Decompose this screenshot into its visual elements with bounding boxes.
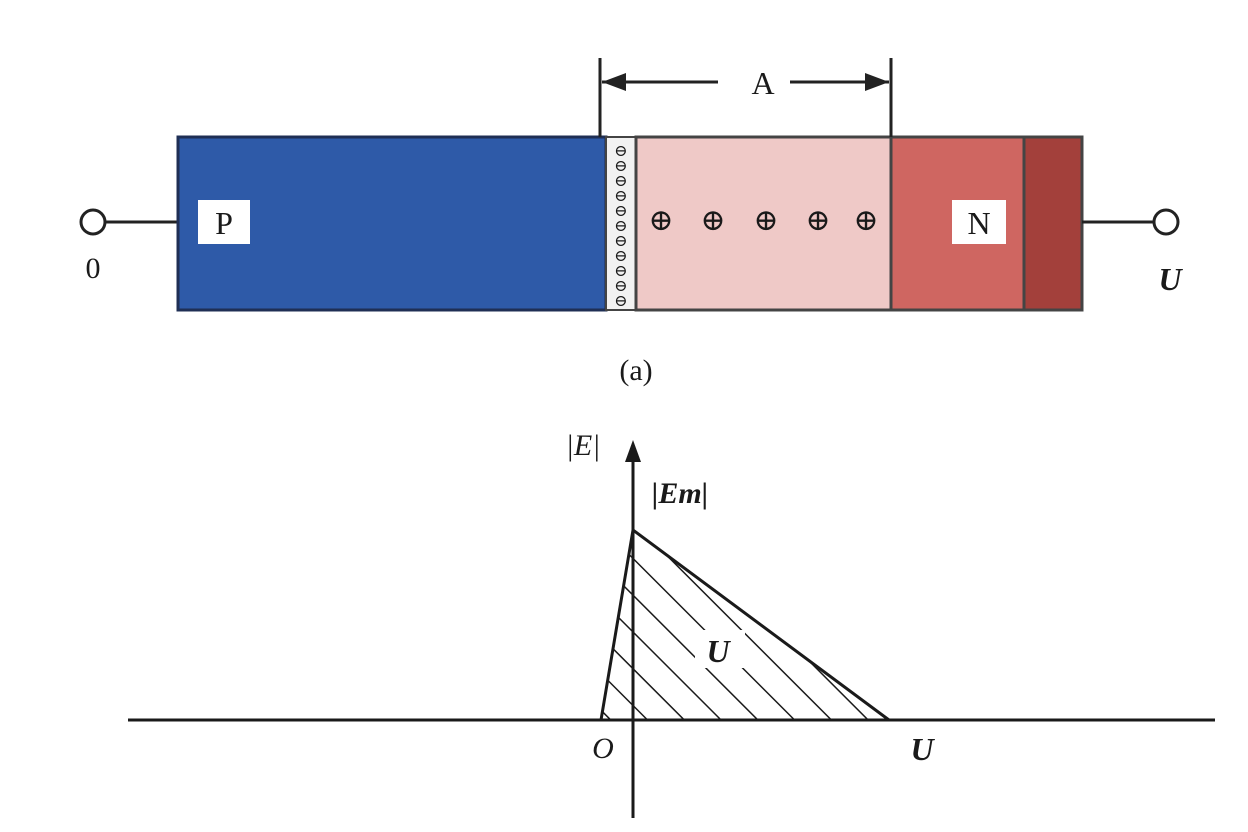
depletion-label: A <box>751 65 774 101</box>
positive-ion: ⊕ <box>648 204 673 237</box>
negative-ion: ⊖ <box>614 158 627 175</box>
negative-ion: ⊖ <box>614 263 627 280</box>
caption-a: (a) <box>619 354 652 387</box>
right-terminal-label: U <box>1158 261 1183 297</box>
n-label-box <box>952 200 1006 244</box>
negative-ion: ⊖ <box>614 173 627 190</box>
y-axis-arrowhead <box>625 440 641 462</box>
dimension-arrowhead-right <box>865 73 889 91</box>
positive-ions: ⊕ ⊕ ⊕ ⊕ ⊕ <box>648 204 878 237</box>
negative-ion: ⊖ <box>614 188 627 205</box>
device-structure: 0 P ⊖⊖⊖⊖⊖⊖⊖⊖⊖⊖⊖ ⊕⊕⊕⊕⊕ N U A (a) <box>79 58 1183 387</box>
negative-ion: ⊖ <box>614 248 627 265</box>
n-label: N <box>967 205 990 241</box>
negative-ion-strip <box>605 136 637 311</box>
negative-ion: ⊖ <box>614 293 627 310</box>
field-plot: U |E| |Em| O U <box>128 429 1215 818</box>
positive-ion: ⊕ <box>753 204 778 237</box>
left-terminal-label: 0 <box>86 252 101 285</box>
positive-ion: ⊕ <box>805 204 830 237</box>
positive-ion: ⊕ <box>853 204 878 237</box>
n-depletion-region <box>634 135 893 312</box>
area-label: U <box>706 633 731 669</box>
p-label: P <box>215 205 233 241</box>
y-axis-label: |E| <box>566 429 601 462</box>
area-label-bg <box>695 630 745 668</box>
negative-ions: ⊖⊖⊖⊖⊖⊖⊖⊖⊖⊖⊖ <box>614 143 627 310</box>
positive-ion: ⊕ <box>700 204 725 237</box>
negative-ion: ⊖ <box>614 278 627 295</box>
negative-ion: ⊖ <box>614 143 627 160</box>
dimension-arrowhead-left <box>602 73 626 91</box>
origin-label: O <box>592 732 614 765</box>
negative-ion: ⊖ <box>614 218 627 235</box>
negative-ion: ⊖ <box>614 203 627 220</box>
right-terminal <box>1152 208 1180 236</box>
p-label-box <box>198 200 250 244</box>
end-label: U <box>910 731 935 767</box>
peak-label: |Em| <box>652 477 709 510</box>
negative-ion: ⊖ <box>614 233 627 250</box>
left-terminal <box>79 208 107 236</box>
n-contact <box>1022 135 1084 312</box>
